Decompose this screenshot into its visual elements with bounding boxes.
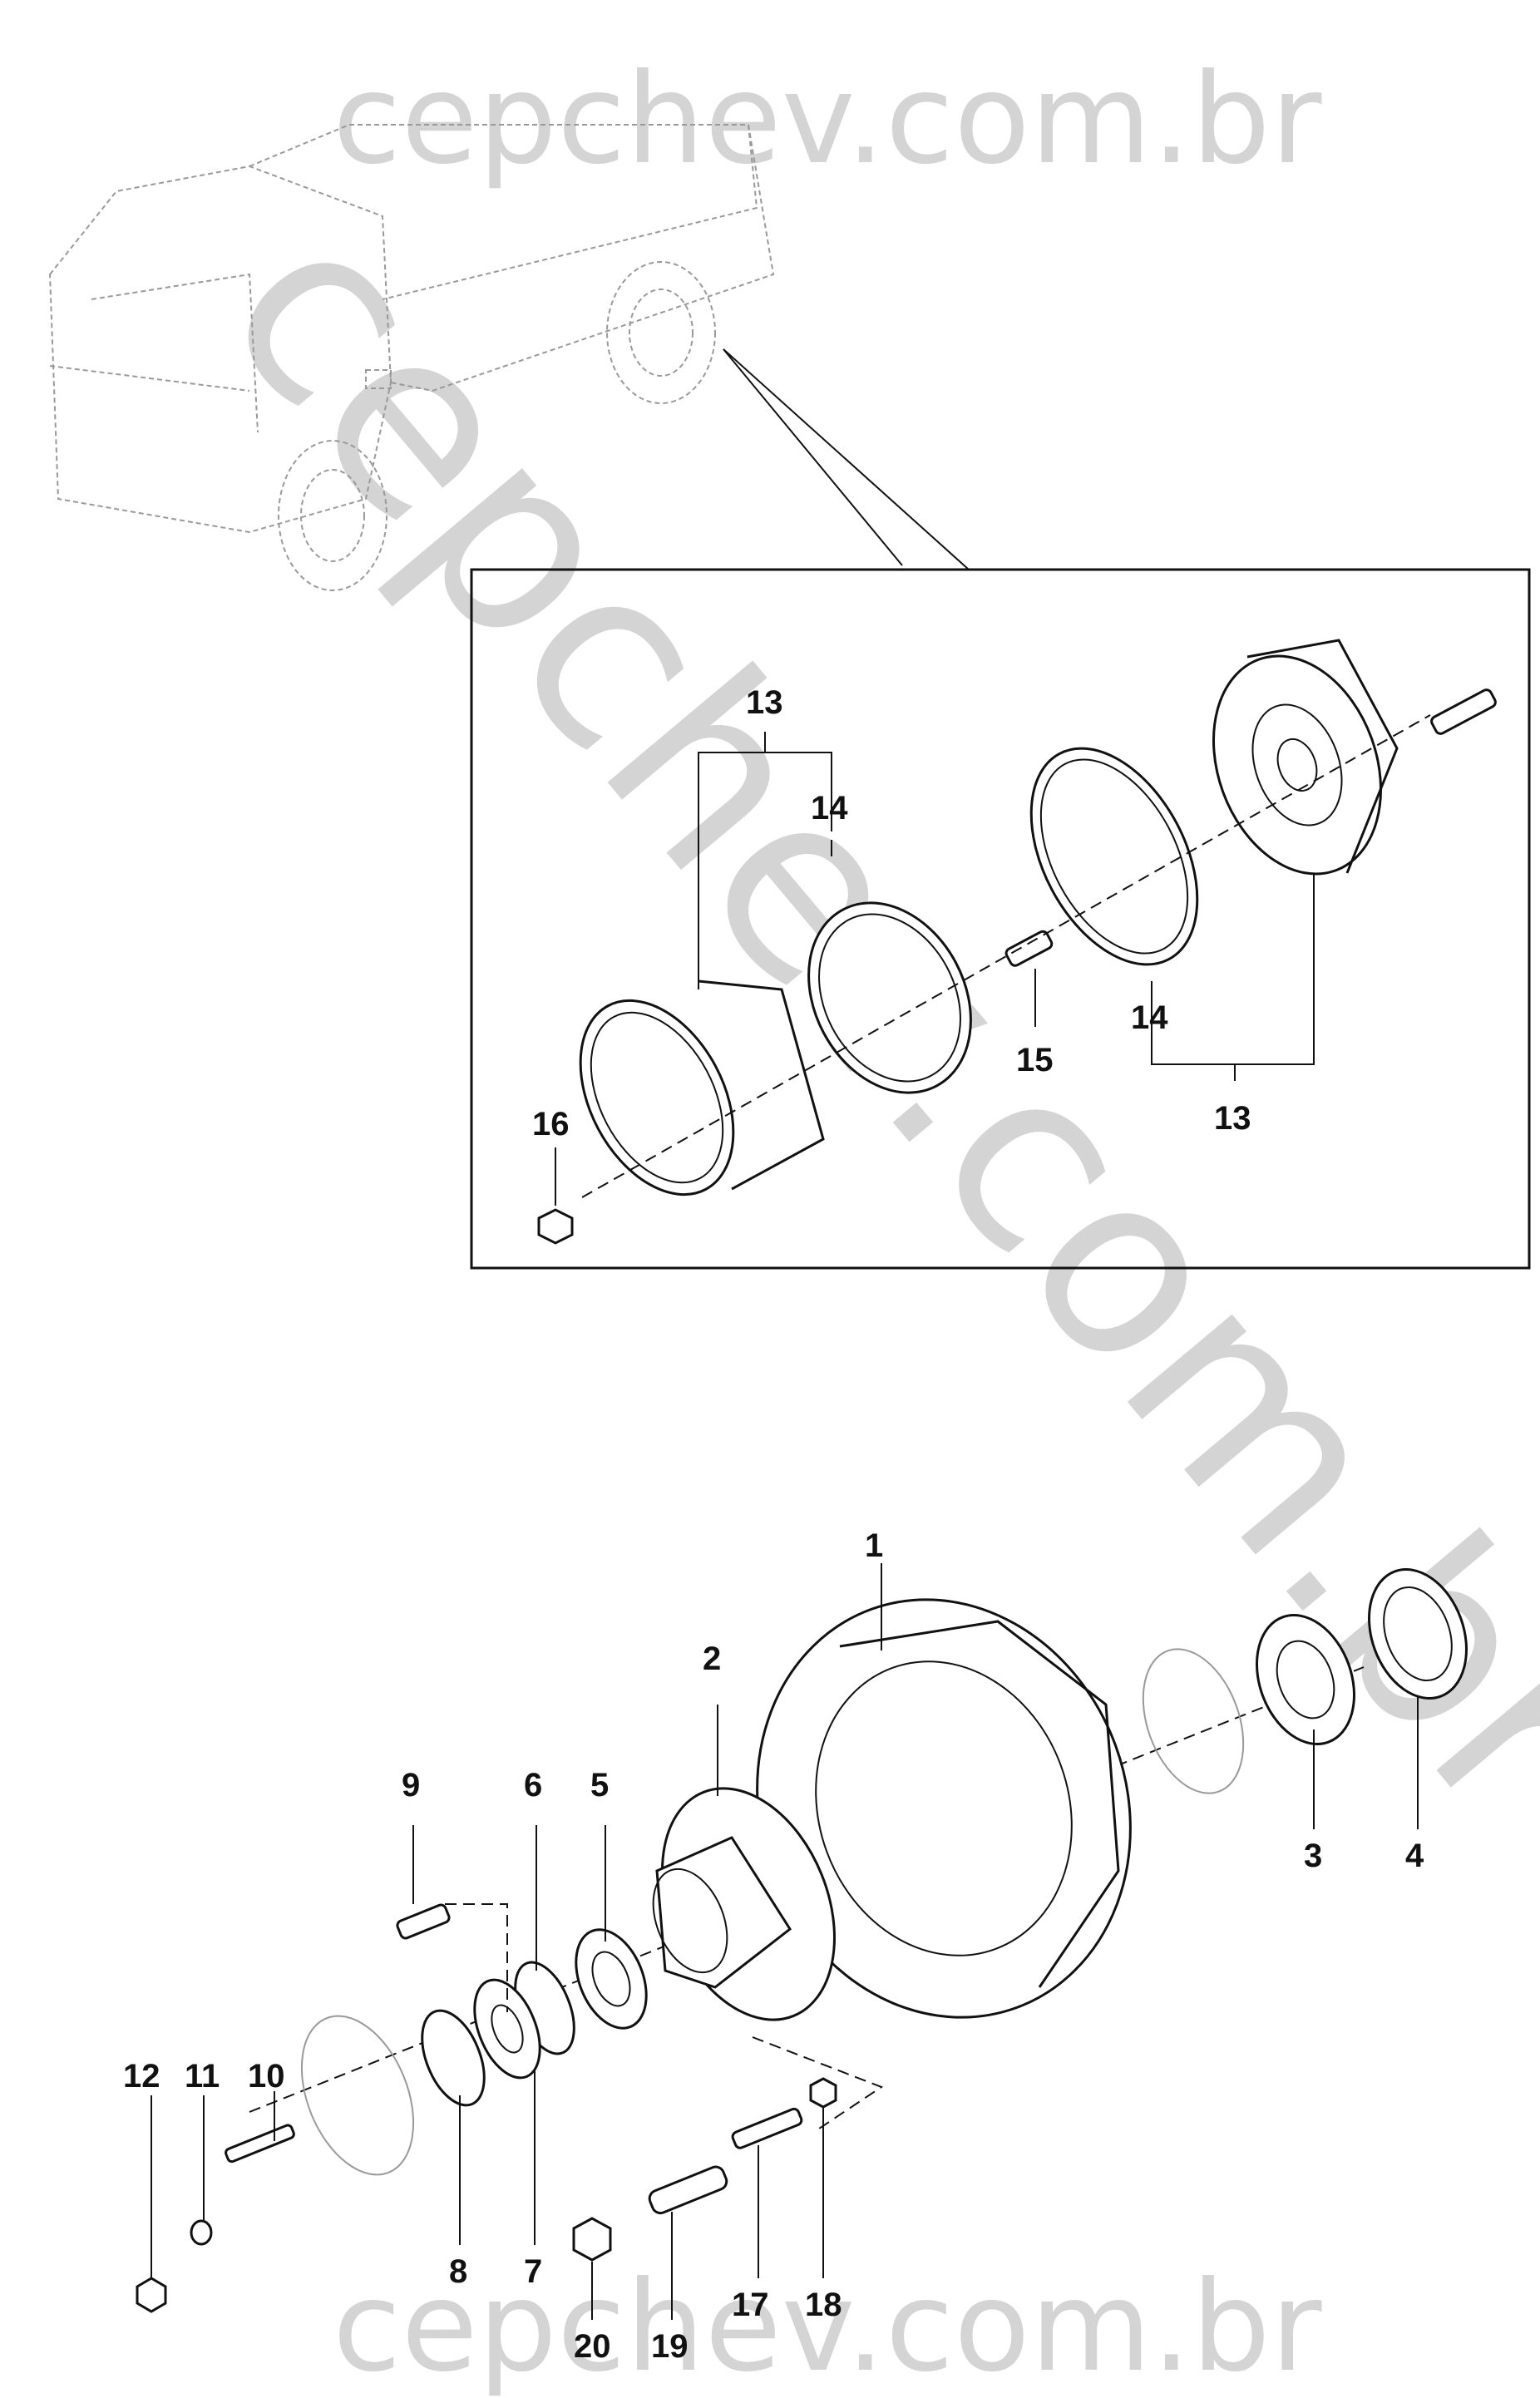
stud-19 [648,2165,728,2215]
bolt-9 [396,1903,451,1940]
callout-13-top: 13 [746,684,783,721]
callout-19: 19 [651,2328,689,2365]
callout-15: 15 [1016,1042,1054,1078]
callout-1: 1 [865,1527,883,1564]
seal-8 [421,2009,486,2107]
callout-13-bottom: 13 [1214,1100,1251,1137]
callout-11: 11 [185,2058,220,2095]
washer-11 [190,2219,213,2246]
truck-illustration [48,124,775,591]
inset-box [470,568,1531,1270]
callout-9: 9 [402,1767,420,1803]
wheel-nut-16 [537,1208,574,1245]
hub-cap-ghost [300,2015,415,2176]
watermark-bottom: cepchev.com.br [333,2255,1322,2398]
callout-3: 3 [1304,1838,1322,1874]
inset-pointer [723,348,970,570]
main-leaders [151,1563,1419,2320]
callout-12: 12 [123,2058,160,2095]
nut-20 [572,2217,612,2262]
callout-4: 4 [1405,1838,1424,1874]
callout-14-bottom: 14 [1131,999,1168,1036]
callout-8: 8 [449,2253,467,2290]
callout-2: 2 [703,1641,721,1677]
wheel-stud-inset [1430,688,1497,735]
lock-plate-7 [473,1978,541,2080]
callout-5: 5 [590,1767,609,1803]
nut-12 [136,2277,167,2313]
bolt-17 [731,2107,803,2149]
side-ring-14 [1029,747,1199,966]
inset-leaders [555,732,1315,1206]
oil-seal-3 [1256,1614,1355,1745]
callout-20: 20 [574,2328,611,2365]
callout-16: 16 [532,1106,570,1142]
spacer-ghost [1142,1648,1245,1794]
valve-stem-15 [1004,930,1054,967]
bearing-5 [575,1928,648,2030]
hardware-dash [752,2036,884,2129]
watermark-top: cepchev.com.br [333,47,1322,192]
callout-14-top: 14 [811,790,848,826]
stud-10 [225,2124,295,2164]
rim-ring-outer-13 [579,979,825,1197]
nut-18 [809,2077,837,2109]
bolt-9-dash [445,1903,508,2012]
hub-body [652,1836,792,1989]
callout-6: 6 [524,1767,542,1803]
callout-7: 7 [524,2253,542,2290]
callout-18: 18 [805,2287,842,2323]
inset-axis-line [581,714,1431,1198]
callout-17: 17 [732,2287,769,2323]
bearing-race-4 [1368,1568,1468,1700]
lock-ring-14 [807,901,972,1094]
callout-10: 10 [248,2058,285,2095]
wheel-disc-13 [1212,639,1399,876]
